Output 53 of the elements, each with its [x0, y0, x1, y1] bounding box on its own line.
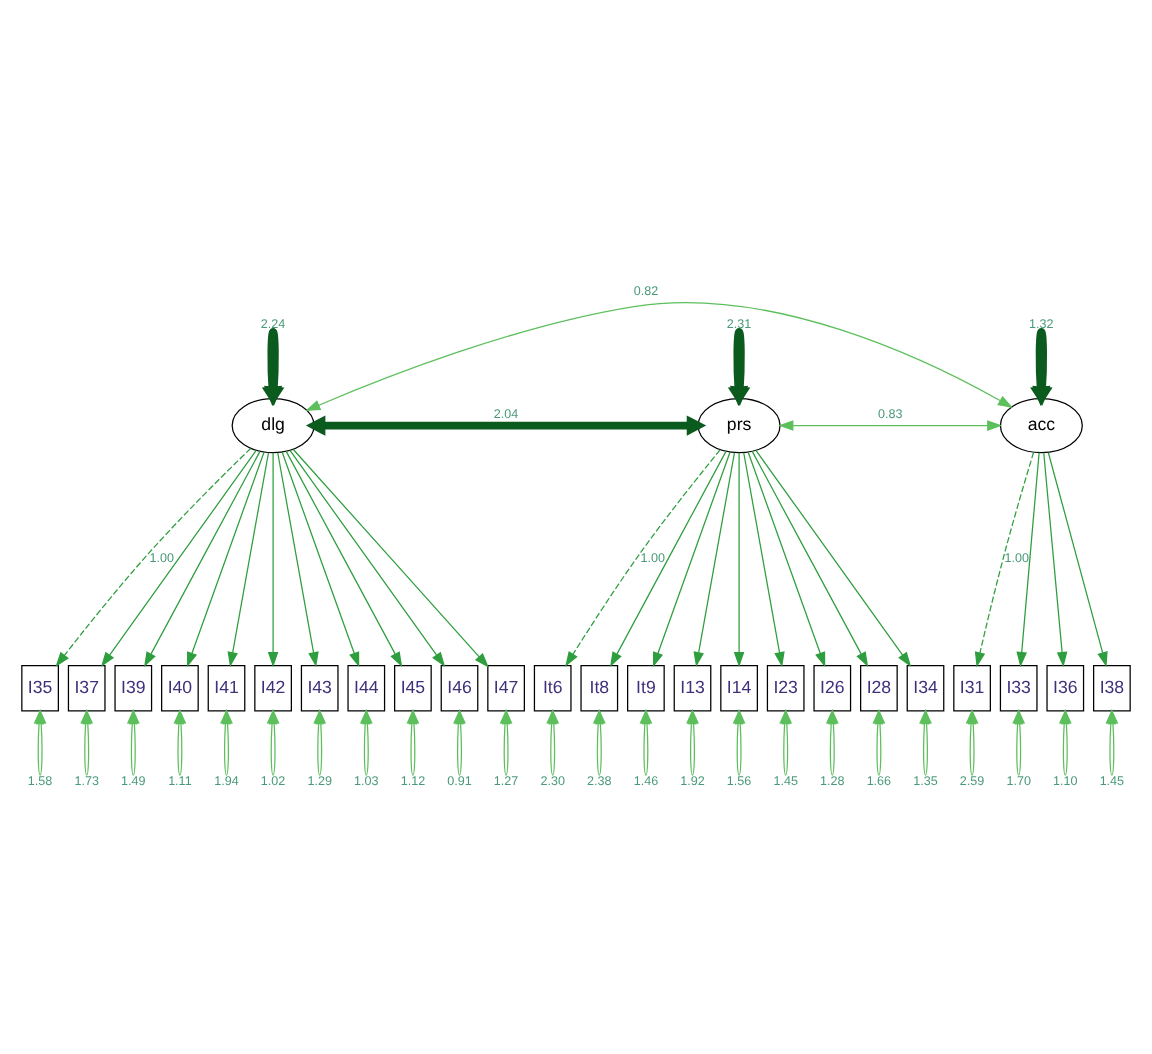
- node-box: I28: [860, 664, 898, 712]
- arrow: [778, 420, 1003, 431]
- arrow: [285, 450, 403, 667]
- arrow: [755, 449, 912, 668]
- node-box: I31: [953, 664, 991, 712]
- node-ellipse: prs: [697, 397, 781, 454]
- arrow: [693, 452, 736, 668]
- node-box: I37: [67, 664, 106, 712]
- node-box: I41: [207, 664, 246, 712]
- arrow: [733, 452, 745, 668]
- arrow: [974, 451, 1035, 668]
- node-box: I35: [21, 664, 59, 712]
- node-box: I46: [440, 664, 479, 712]
- arrow: [610, 450, 727, 667]
- node-box: I14: [720, 664, 758, 712]
- arrow: [277, 452, 319, 668]
- arrow: [1043, 452, 1068, 668]
- arrow: [292, 448, 489, 668]
- arrow: [751, 450, 869, 667]
- arrow: [305, 302, 1013, 412]
- node-box: It8: [580, 664, 619, 712]
- arrow: [565, 449, 721, 667]
- node-box: It9: [627, 664, 665, 712]
- arrow: [305, 415, 707, 436]
- node-box: I45: [394, 664, 432, 712]
- node-box: I44: [347, 664, 386, 712]
- arrow: [1047, 452, 1108, 668]
- arrow: [289, 449, 446, 668]
- arrow: [227, 452, 270, 668]
- arrow: [267, 452, 279, 668]
- arrow: [743, 452, 785, 668]
- node-box: I26: [813, 664, 852, 712]
- node-ellipse: dlg: [231, 397, 315, 454]
- node-box: I42: [254, 664, 292, 712]
- arrow: [186, 451, 265, 668]
- node-box: It6: [533, 664, 572, 712]
- arrow: [281, 451, 360, 668]
- arrow: [747, 451, 826, 668]
- arrow: [100, 449, 257, 668]
- arrow: [652, 451, 731, 668]
- node-box: I36: [1046, 664, 1085, 712]
- arrow: [55, 447, 252, 667]
- arrow: [1016, 452, 1040, 668]
- node-box: I38: [1093, 664, 1131, 712]
- node-box: I33: [999, 664, 1038, 712]
- node-box: I40: [161, 664, 199, 712]
- node-box: I39: [114, 664, 153, 712]
- arrow: [144, 450, 261, 667]
- node-box: I34: [906, 664, 945, 712]
- node-box: I47: [487, 664, 525, 712]
- node-box: I23: [766, 664, 805, 712]
- node-box: I13: [673, 664, 712, 712]
- node-box: I43: [300, 664, 339, 712]
